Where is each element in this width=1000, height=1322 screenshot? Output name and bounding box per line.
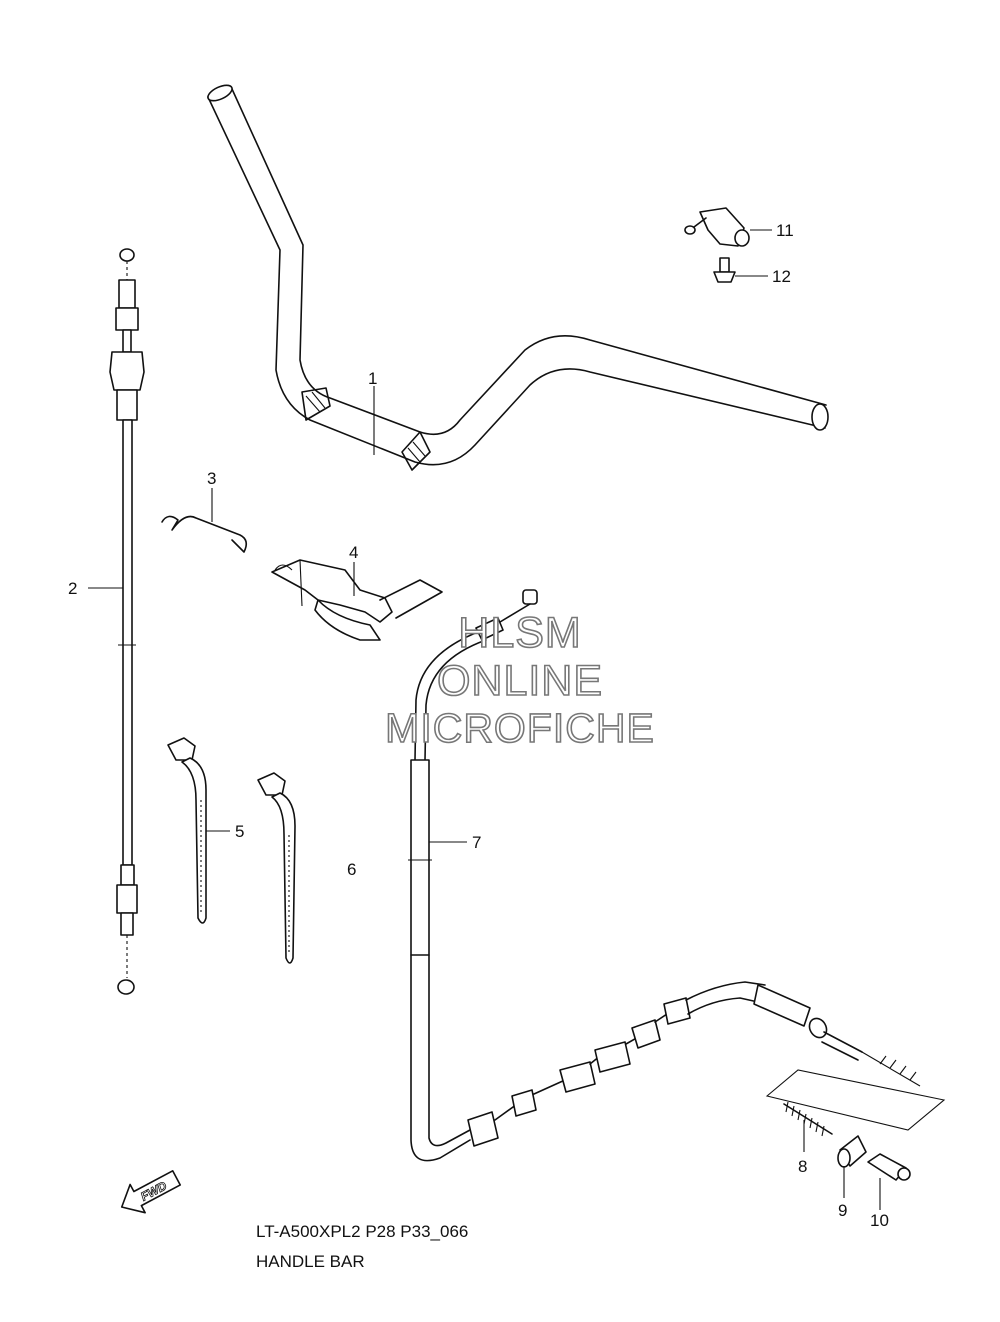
callout-9: 9 bbox=[838, 1201, 847, 1220]
throttle-cable bbox=[109, 248, 145, 995]
callout-3: 3 bbox=[207, 469, 216, 488]
callout-numbers: 1 2 3 4 5 6 7 8 9 10 11 12 bbox=[68, 221, 889, 1230]
callout-1: 1 bbox=[368, 369, 377, 388]
watermark-line-2: ONLINE bbox=[436, 657, 604, 705]
watermark-line-1: HLSM bbox=[457, 609, 582, 657]
cable-tie-left bbox=[167, 737, 207, 924]
switch-bracket bbox=[684, 207, 750, 247]
callout-6: 6 bbox=[347, 860, 356, 879]
callout-10: 10 bbox=[870, 1211, 889, 1230]
handlebar-tube bbox=[207, 84, 829, 471]
fwd-arrow-icon: FWD bbox=[120, 1170, 182, 1214]
handlebar-clamp bbox=[271, 559, 443, 641]
callout-5: 5 bbox=[235, 822, 244, 841]
brake-cable bbox=[408, 589, 921, 1162]
watermark-line-3: MICROFICHE bbox=[384, 705, 655, 751]
callout-12: 12 bbox=[772, 267, 791, 286]
callout-2: 2 bbox=[68, 579, 77, 598]
callout-7: 7 bbox=[472, 833, 481, 852]
callout-4: 4 bbox=[349, 543, 358, 562]
diagram-code: LT-A500XPL2 P28 P33_066 bbox=[256, 1222, 469, 1241]
leader-lines bbox=[88, 229, 881, 1210]
callout-8: 8 bbox=[798, 1157, 807, 1176]
spring-adjuster-group bbox=[765, 1069, 946, 1181]
diagram-title: HANDLE BAR bbox=[256, 1252, 365, 1271]
cable-tie-right bbox=[257, 772, 296, 964]
callout-11: 11 bbox=[776, 221, 794, 240]
switch-screw bbox=[713, 257, 736, 283]
spring-clip bbox=[161, 515, 248, 553]
